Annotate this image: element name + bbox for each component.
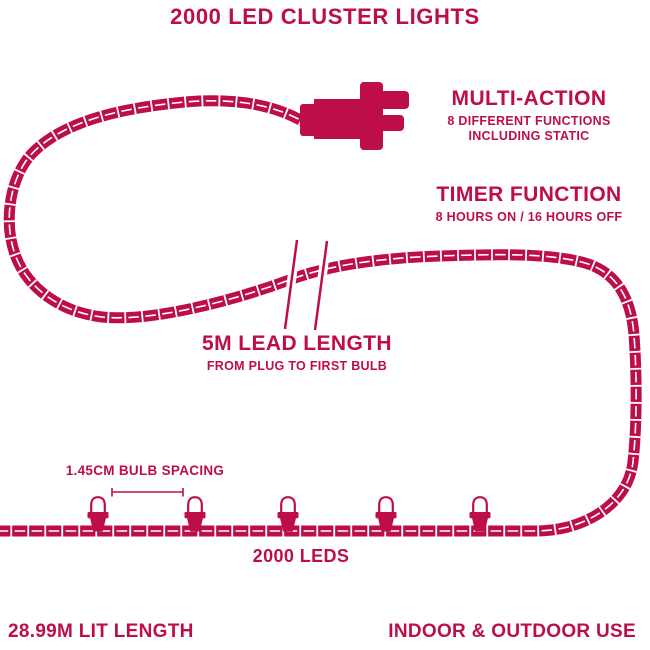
feature-multi-action: MULTI-ACTION 8 DIFFERENT FUNCTIONS INCLU…	[399, 87, 650, 144]
page-title: 2000 LED CLUSTER LIGHTS	[170, 4, 480, 29]
plug-icon	[300, 82, 409, 150]
usage-label: INDOOR & OUTDOOR USE	[388, 621, 636, 642]
led-bulb-icon	[277, 496, 299, 532]
multi-action-sub-1: 8 DIFFERENT FUNCTIONS	[447, 114, 611, 129]
led-bulb-icon	[184, 496, 206, 532]
lead-length-heading: 5M LEAD LENGTH	[202, 332, 392, 355]
twisted-wire-icon	[0, 95, 642, 537]
feature-timer: TIMER FUNCTION 8 HOURS ON / 16 HOURS OFF	[399, 183, 650, 225]
led-count-label: 2000 LEDS	[252, 546, 350, 566]
led-bulb-icon	[375, 496, 397, 532]
timer-sub: 8 HOURS ON / 16 HOURS OFF	[435, 210, 623, 225]
cable-break-icon	[280, 239, 332, 331]
timer-heading: TIMER FUNCTION	[436, 183, 622, 206]
feature-lead-length: 5M LEAD LENGTH FROM PLUG TO FIRST BULB	[177, 332, 417, 374]
bulb-spacing-arrow	[111, 488, 184, 497]
multi-action-heading: MULTI-ACTION	[451, 87, 607, 110]
led-bulb-icon	[469, 496, 491, 532]
multi-action-sub-2: INCLUDING STATIC	[468, 129, 590, 144]
lit-length-label: 28.99M LIT LENGTH	[8, 621, 194, 642]
lead-length-sub: FROM PLUG TO FIRST BULB	[206, 359, 388, 374]
bulb-spacing-label: 1.45CM BULB SPACING	[65, 463, 225, 478]
led-bulb-icon	[87, 496, 109, 532]
